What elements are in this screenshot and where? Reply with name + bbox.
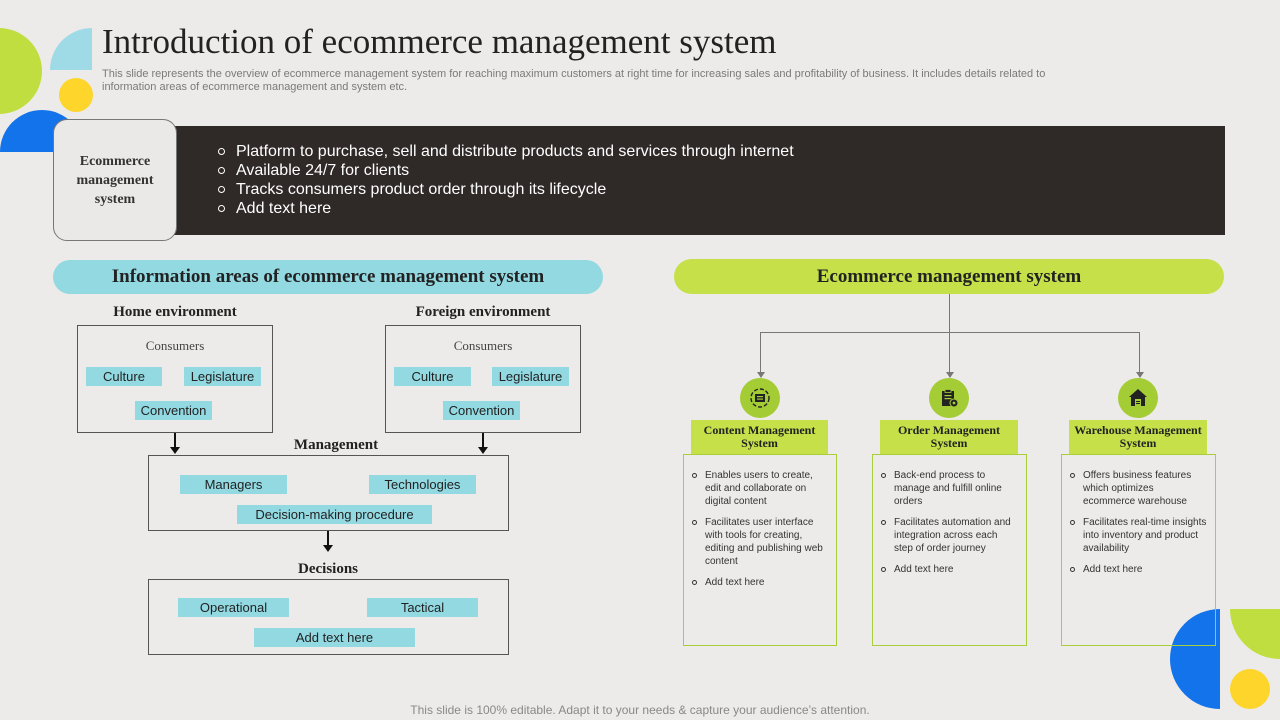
home-environment-heading: Home environment <box>113 304 237 320</box>
list-item: Add text here <box>1068 563 1207 576</box>
arrow-foreign-to-management <box>482 433 484 447</box>
order-management-label: Order Management System <box>880 420 1018 454</box>
definition-band: Platform to purchase, sell and distribut… <box>170 126 1225 235</box>
bullet-circle-icon <box>218 186 225 193</box>
decisions-box: Operational Tactical Add text here <box>148 579 509 655</box>
add-text-tag: Add text here <box>254 628 415 647</box>
info-areas-header: Information areas of ecommerce managemen… <box>53 260 603 294</box>
foreign-consumers-label: Consumers <box>453 338 513 353</box>
bullet-circle-icon <box>218 167 225 174</box>
connector-left <box>760 332 761 372</box>
order-clipboard-glyph <box>942 389 959 408</box>
managers-tag: Managers <box>180 475 287 494</box>
connector-middle <box>949 332 950 372</box>
arrow-down-icon <box>946 372 954 378</box>
foreign-convention-tag: Convention <box>443 401 520 420</box>
connector-trunk <box>949 294 950 332</box>
page-title: Introduction of ecommerce management sys… <box>102 22 777 61</box>
bullet-circle-icon <box>218 148 225 155</box>
warehouse-glyph <box>1129 389 1147 406</box>
warehouse-icon <box>1118 378 1158 418</box>
home-legislature-tag: Legislature <box>184 367 261 386</box>
bullet-circle-icon <box>218 205 225 212</box>
list-item: Facilitates automation and integration a… <box>879 516 1018 555</box>
management-heading: Management <box>293 437 379 453</box>
foreign-culture-tag: Culture <box>394 367 471 386</box>
home-convention-tag: Convention <box>135 401 212 420</box>
foreign-environment-heading: Foreign environment <box>415 304 551 320</box>
list-item: Add text here <box>879 563 1018 576</box>
content-management-box: Enables users to create, edit and collab… <box>683 454 837 646</box>
arrow-down-icon <box>1136 372 1144 378</box>
order-clipboard-icon <box>929 378 969 418</box>
definition-label-box: Ecommerce management system <box>53 119 177 241</box>
content-management-icon <box>740 378 780 418</box>
arrow-down-icon <box>170 447 180 454</box>
content-management-label: Content Management System <box>691 420 828 454</box>
list-item: Enables users to create, edit and collab… <box>690 469 828 508</box>
decorative-yellow-dot-right <box>1230 669 1270 709</box>
content-management-list: Enables users to create, edit and collab… <box>684 455 836 589</box>
decorative-sky-quarter <box>50 28 92 70</box>
connector-right <box>1139 332 1140 372</box>
arrow-down-icon <box>478 447 488 454</box>
warehouse-management-box: Offers business features which optimizes… <box>1061 454 1216 646</box>
list-item: Facilitates real-time insights into inve… <box>1068 516 1207 555</box>
decorative-lime-quarter <box>1230 609 1280 659</box>
order-management-box: Back-end process to manage and fulfill o… <box>872 454 1027 646</box>
decision-procedure-tag: Decision-making procedure <box>237 505 432 524</box>
definition-bullet: Available 24/7 for clients <box>218 161 794 180</box>
connector-horizontal <box>760 332 1140 333</box>
order-management-list: Back-end process to manage and fulfill o… <box>873 455 1026 576</box>
technologies-tag: Technologies <box>369 475 476 494</box>
list-item: Offers business features which optimizes… <box>1068 469 1207 508</box>
system-header: Ecommerce management system <box>674 259 1224 294</box>
list-item: Add text here <box>690 576 828 589</box>
decisions-heading: Decisions <box>298 561 358 577</box>
arrow-management-to-decisions <box>327 531 329 545</box>
arrow-down-icon <box>323 545 333 552</box>
definition-bullet: Add text here <box>218 199 794 218</box>
content-management-glyph <box>750 388 770 408</box>
operational-tag: Operational <box>178 598 289 617</box>
arrow-home-to-management <box>174 433 176 447</box>
list-item: Facilitates user interface with tools fo… <box>690 516 828 568</box>
decorative-lime-circle <box>0 28 42 114</box>
definition-bullet: Tracks consumers product order through i… <box>218 180 794 199</box>
management-box: Managers Technologies Decision-making pr… <box>148 455 509 531</box>
warehouse-management-label: Warehouse Management System <box>1069 420 1207 454</box>
foreign-legislature-tag: Legislature <box>492 367 569 386</box>
home-environment-box: Consumers Culture Legislature Convention <box>77 325 273 433</box>
home-consumers-label: Consumers <box>145 338 205 353</box>
warehouse-management-list: Offers business features which optimizes… <box>1062 455 1215 576</box>
page-subtitle: This slide represents the overview of ec… <box>102 68 1046 93</box>
tactical-tag: Tactical <box>367 598 478 617</box>
footer-note: This slide is 100% editable. Adapt it to… <box>410 703 870 717</box>
decorative-yellow-dot <box>59 78 93 112</box>
arrow-down-icon <box>757 372 765 378</box>
definition-bullet: Platform to purchase, sell and distribut… <box>218 142 794 161</box>
home-culture-tag: Culture <box>86 367 162 386</box>
foreign-environment-box: Consumers Culture Legislature Convention <box>385 325 581 433</box>
definition-bullet-list: Platform to purchase, sell and distribut… <box>218 142 794 218</box>
list-item: Back-end process to manage and fulfill o… <box>879 469 1018 508</box>
